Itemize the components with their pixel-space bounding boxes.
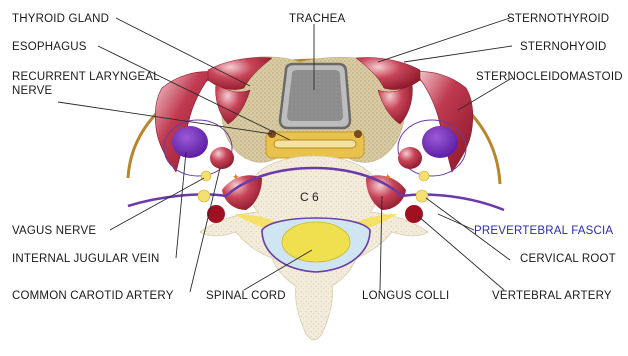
svg-text:✦: ✦ <box>232 172 240 182</box>
common-carotid-artery-left <box>210 147 234 169</box>
label-esophagus: ESOPHAGUS <box>12 41 87 53</box>
label-recurrent-laryngeal-line2: NERVE <box>12 85 53 97</box>
label-sternocleidomastoid: STERNOCLEIDOMASTOID <box>476 71 623 83</box>
spinal-cord <box>282 222 350 262</box>
label-internal-jugular-vein: INTERNAL JUGULAR VEIN <box>12 253 160 265</box>
label-c6: C 6 <box>300 190 319 204</box>
leader-prevertebral-fascia <box>438 214 474 230</box>
label-vagus-nerve: VAGUS NERVE <box>12 225 96 237</box>
leader-vagus-nerve <box>110 178 204 230</box>
leader-internal-jugular-vein <box>176 152 186 258</box>
recurrent-laryngeal-nerve-right <box>354 130 362 138</box>
label-common-carotid-artery: COMMON CAROTID ARTERY <box>12 290 174 302</box>
leader-sternothyroid <box>378 18 510 62</box>
label-spinal-cord: SPINAL CORD <box>206 290 286 302</box>
label-thyroid-gland: THYROID GLAND <box>12 13 109 25</box>
label-vertebral-artery: VERTEBRAL ARTERY <box>492 290 612 302</box>
label-prevertebral-fascia: PREVERTEBRAL FASCIA <box>474 225 613 237</box>
label-cervical-root: CERVICAL ROOT <box>520 253 616 265</box>
common-carotid-artery-right <box>398 147 422 169</box>
vagus-nerve-left <box>201 171 211 181</box>
label-longus-colli: LONGUS COLLI <box>362 290 449 302</box>
label-trachea: TRACHEA <box>289 13 345 25</box>
cervical-root-left <box>198 190 210 202</box>
svg-text:✦: ✦ <box>384 172 392 182</box>
label-recurrent-laryngeal-line1: RECURRENT LARYNGEAL <box>12 71 160 83</box>
label-sternothyroid: STERNOTHYROID <box>507 13 609 25</box>
internal-jugular-vein-right <box>422 126 458 158</box>
cervical-root-right <box>416 190 428 202</box>
vagus-nerve-right <box>419 171 429 181</box>
internal-jugular-vein-left <box>172 126 208 158</box>
vertebral-artery-right <box>405 205 423 223</box>
vertebral-artery-left <box>207 205 225 223</box>
trachea-lumen <box>287 70 343 121</box>
label-sternohyoid: STERNOHYOID <box>520 41 607 53</box>
